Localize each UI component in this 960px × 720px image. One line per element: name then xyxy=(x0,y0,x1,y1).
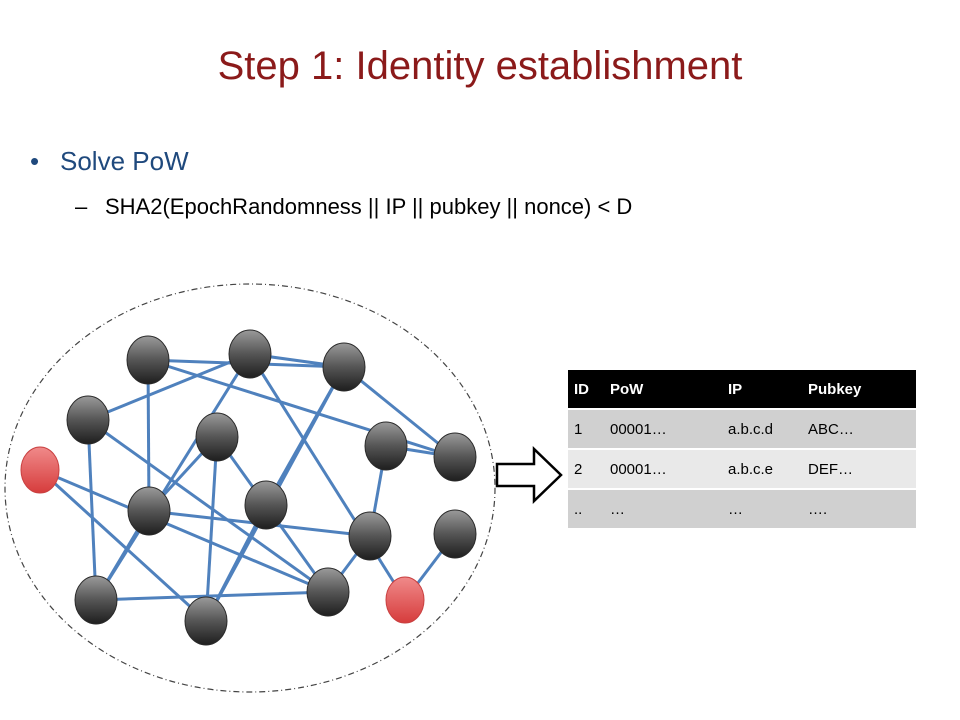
network-edge xyxy=(87,352,251,422)
network-edge xyxy=(86,419,98,601)
table-row: .. … … …. xyxy=(568,489,916,530)
cell-ip: a.b.c.e xyxy=(722,449,802,490)
header-id: ID xyxy=(568,370,604,410)
cell-pow: 00001… xyxy=(604,449,722,490)
sub-bullet-text: SHA2(EpochRandomness || IP || pubkey || … xyxy=(105,194,633,219)
network-node xyxy=(306,567,350,617)
cell-ip: a.b.c.d xyxy=(722,409,802,450)
bullet-text: Solve PoW xyxy=(60,146,189,176)
table-header-row: ID PoW IP Pubkey xyxy=(568,370,916,410)
header-pow: PoW xyxy=(604,370,722,410)
network-edge xyxy=(146,359,151,512)
network-edge xyxy=(248,353,407,601)
slide-title: Step 1: Identity establishment xyxy=(217,44,743,88)
network-node xyxy=(244,480,288,530)
network-edge xyxy=(95,590,329,602)
network-node xyxy=(348,511,392,561)
arrow-icon xyxy=(495,446,563,504)
network-node xyxy=(228,329,272,379)
table-row: 2 00001… a.b.c.e DEF… xyxy=(568,449,916,490)
malicious-node xyxy=(385,576,425,624)
cell-pubkey: …. xyxy=(802,489,916,530)
malicious-node xyxy=(20,446,60,494)
network-node xyxy=(433,509,477,559)
header-pubkey: Pubkey xyxy=(802,370,916,410)
network-node xyxy=(433,432,477,482)
cell-id: .. xyxy=(568,489,604,530)
network-node xyxy=(74,575,118,625)
network-edge xyxy=(87,418,329,594)
identity-table: ID PoW IP Pubkey 1 00001… a.b.c.d ABC… 2… xyxy=(568,370,916,530)
network-node xyxy=(364,421,408,471)
cell-id: 1 xyxy=(568,409,604,450)
network-edge xyxy=(343,365,456,459)
bullet-solve-pow: • Solve PoW xyxy=(30,146,189,177)
network-node xyxy=(126,335,170,385)
network-boundary xyxy=(4,283,496,693)
cell-id: 2 xyxy=(568,449,604,490)
cell-pubkey: DEF… xyxy=(802,449,916,490)
table-row: 1 00001… a.b.c.d ABC… xyxy=(568,409,916,450)
cell-ip: … xyxy=(722,489,802,530)
network-node xyxy=(127,486,171,536)
node-group xyxy=(20,329,477,646)
header-ip: IP xyxy=(722,370,802,410)
network-edge xyxy=(204,436,219,622)
sub-bullet-sha2: –SHA2(EpochRandomness || IP || pubkey ||… xyxy=(75,194,632,220)
network-edge xyxy=(39,468,329,594)
sub-bullet-marker: – xyxy=(75,194,88,219)
network-node xyxy=(66,395,110,445)
cell-pow: … xyxy=(604,489,722,530)
network-node xyxy=(184,596,228,646)
cell-pow: 00001… xyxy=(604,409,722,450)
network-node xyxy=(322,342,366,392)
bullet-marker: • xyxy=(30,146,40,176)
network-node xyxy=(195,412,239,462)
cell-pubkey: ABC… xyxy=(802,409,916,450)
